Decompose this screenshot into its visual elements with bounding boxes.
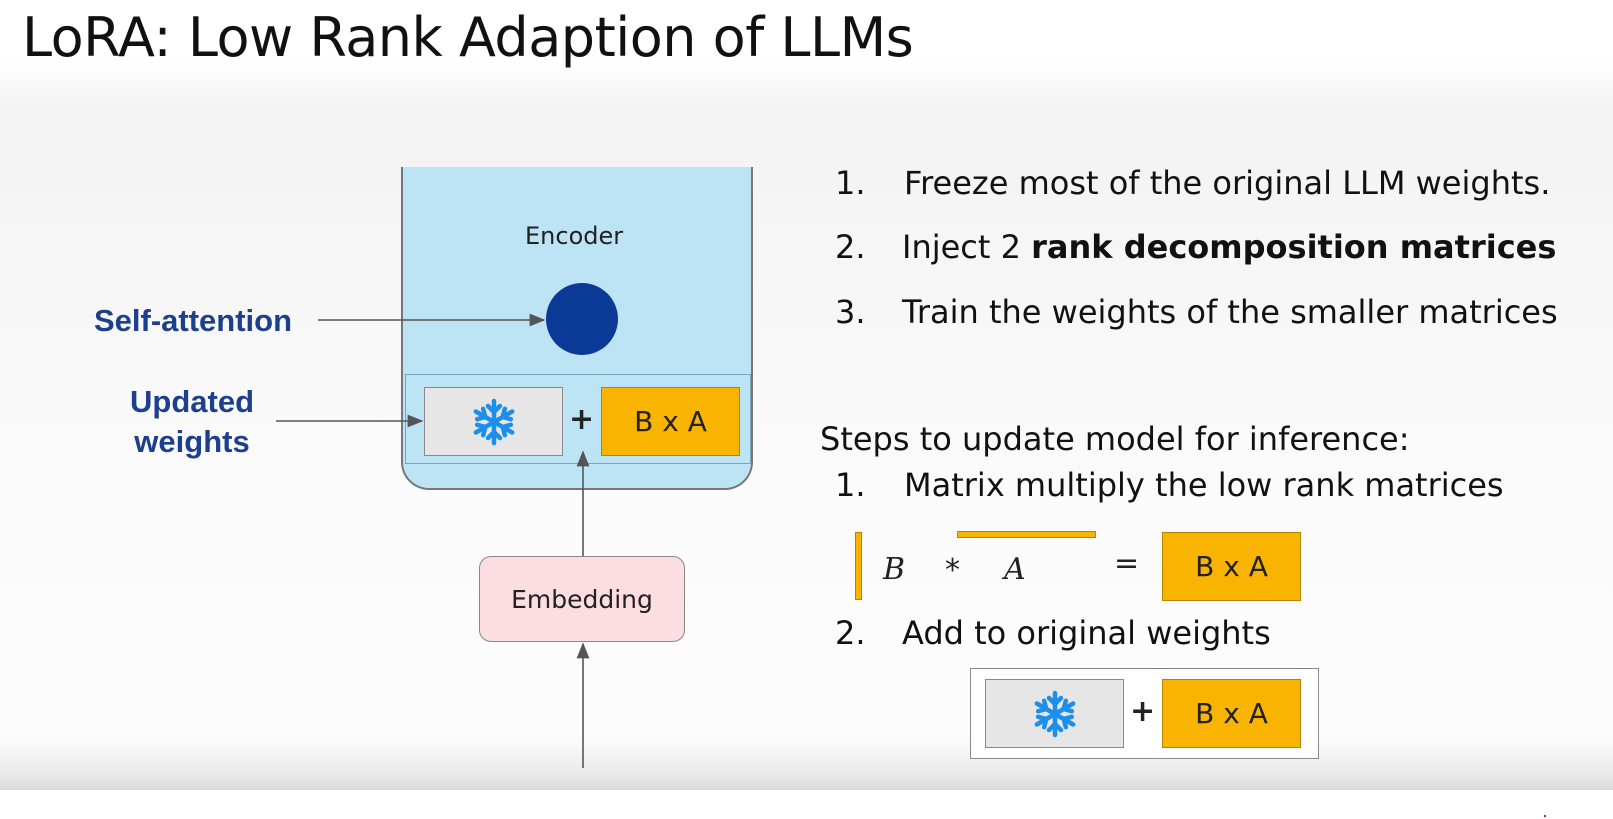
updated-weights-label-line1: Updated <box>130 384 254 419</box>
inference-step-2-number: 2. <box>835 614 866 652</box>
embedding-block: Embedding <box>479 556 685 642</box>
final-plus-sign: + <box>1130 694 1156 729</box>
step-3-number: 3. <box>835 293 866 331</box>
step-2-bold-text: rank decomposition matrices <box>1031 228 1557 266</box>
step-3-text: Train the weights of the smaller matrice… <box>902 293 1558 331</box>
slide-title: LoRA: Low Rank Adaption of LLMs <box>22 6 914 69</box>
matrix-b-symbol: B <box>883 552 906 587</box>
plus-sign: + <box>569 402 595 437</box>
inference-heading: Steps to update model for inference: <box>820 420 1410 458</box>
inference-step-2-text: Add to original weights <box>902 614 1271 652</box>
red-dot <box>1544 815 1546 817</box>
equation-result-box: B x A <box>1162 532 1301 601</box>
bottom-bar <box>0 790 1613 819</box>
self-attention-label: Self-attention <box>93 303 293 338</box>
updated-weights-label-line2: weights <box>134 424 250 459</box>
snowflake-icon <box>1034 690 1075 737</box>
inference-step-1-number: 1. <box>835 466 866 504</box>
matrix-a-symbol: A <box>1004 552 1026 587</box>
snowflake-icon <box>473 398 514 445</box>
inference-step-1-text: Matrix multiply the low rank matrices <box>904 466 1504 504</box>
final-frozen-weights-box <box>985 679 1124 748</box>
frozen-weights-box <box>424 387 563 456</box>
encoder-label: Encoder <box>525 222 624 250</box>
matrix-a-bar <box>957 531 1096 538</box>
ba-matrix-box: B x A <box>601 387 740 456</box>
equals-symbol: = <box>1114 546 1140 581</box>
final-ba-box: B x A <box>1162 679 1301 748</box>
matrix-b-bar <box>855 532 862 600</box>
multiply-symbol: * <box>945 553 960 588</box>
step-1-number: 1. <box>835 164 866 202</box>
step-1-text: Freeze most of the original LLM weights. <box>904 164 1551 202</box>
slide-background <box>0 0 1613 790</box>
step-2-number: 2. <box>835 228 866 266</box>
step-2-text: Inject 2 <box>902 228 1032 266</box>
self-attention-node <box>546 283 618 355</box>
